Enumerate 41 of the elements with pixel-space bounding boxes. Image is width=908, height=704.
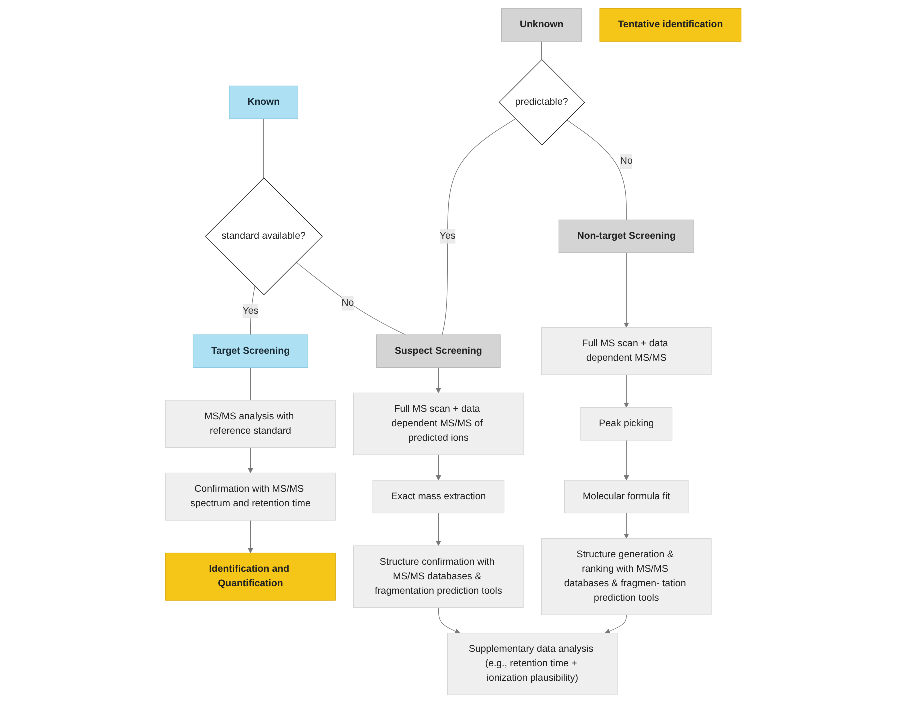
node-box: Supplementary data analysis (e.g., retention time + ionization plausibility) — [448, 632, 618, 696]
edge-label: No — [620, 156, 634, 167]
node-box: Full MS scan + data dependent MS/MS of predicted ions — [354, 392, 524, 456]
arrow — [438, 608, 461, 634]
arrow — [436, 512, 442, 546]
arrow — [436, 367, 442, 394]
node-box: Tentative identification — [600, 8, 742, 42]
node-box: Unknown — [502, 8, 583, 42]
edge-label: Yes — [243, 306, 260, 316]
arrow — [436, 454, 442, 481]
arrow — [605, 614, 628, 634]
node-box: Target Screening — [193, 334, 309, 368]
node-diamond: standard available? — [206, 178, 324, 296]
node-diamond: predictable? — [499, 59, 586, 146]
node-box: Structure generation & ranking with MS/MS databases & fragmen- tation prediction tools — [542, 538, 712, 616]
arrow — [248, 520, 254, 554]
node-box: Suspect Screening — [376, 334, 502, 368]
connector — [296, 262, 406, 336]
node-box: Confirmation with MS/MS spectrum and retention time — [166, 472, 336, 521]
node-box: Identification and Quantification — [166, 552, 336, 601]
node-box: Exact mass extraction — [373, 480, 506, 514]
connector — [250, 286, 256, 336]
node-box: Full MS scan + data dependent MS/MS — [542, 327, 712, 376]
edge-label: Yes — [440, 231, 456, 242]
arrow — [624, 440, 630, 481]
connector — [442, 118, 516, 336]
arrow — [248, 447, 254, 474]
arrow — [624, 252, 630, 328]
connector — [542, 41, 543, 60]
node-box: MS/MS analysis with reference standard — [166, 400, 336, 448]
arrow — [624, 374, 630, 408]
connector — [567, 120, 628, 220]
node-box: Non-target Screening — [559, 220, 695, 254]
connector — [250, 367, 252, 401]
connector — [264, 118, 265, 178]
node-box: Peak picking — [581, 407, 674, 441]
edge-label: No — [342, 298, 355, 308]
node-box: Structure confirmation with MS/MS databases & fragmentation prediction tools — [354, 546, 524, 608]
arrow — [624, 512, 630, 539]
node-box: Molecular formula fit — [564, 480, 690, 514]
node-box: Known — [230, 86, 299, 120]
